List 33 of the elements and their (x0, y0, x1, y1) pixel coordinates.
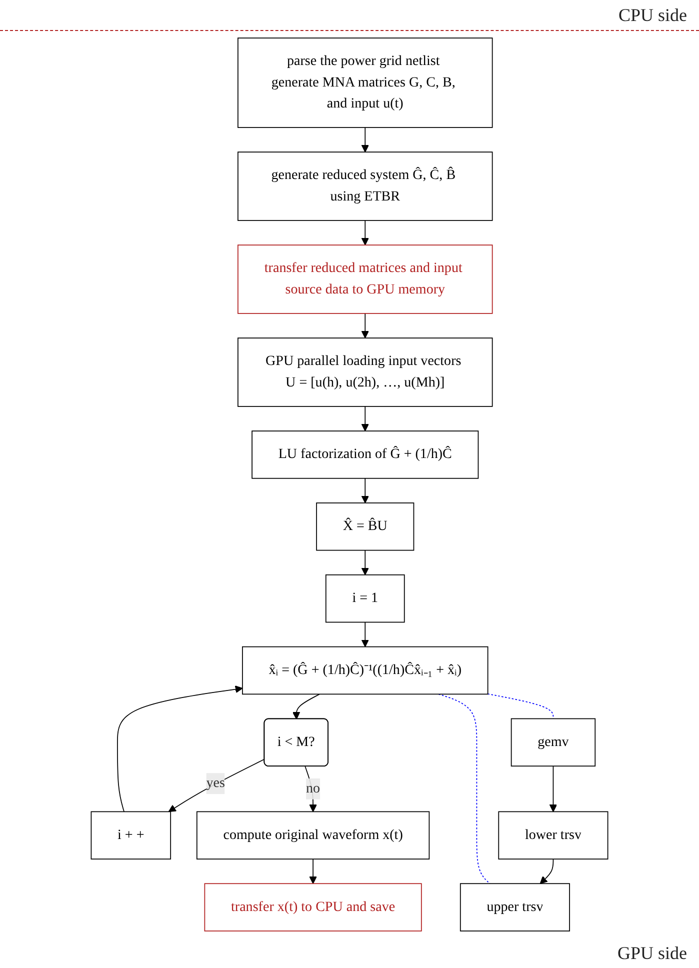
arrow (361, 406, 369, 432)
arrow (361, 622, 369, 648)
arrow (361, 550, 369, 576)
region-label: GPU side (617, 942, 687, 964)
node-box: i + + (90, 811, 172, 860)
node-box: upper trsv (460, 883, 570, 932)
arrow (549, 766, 558, 812)
node-box: i = 1 (325, 574, 405, 623)
arrow (361, 220, 369, 246)
node-box: parse the power grid netlist generate MNA matrices G, C, B, and input u(t) (238, 38, 493, 128)
node-box: generate reduced system Ĝ, Ĉ, B̂ using ETBR (238, 152, 493, 221)
arrow (309, 858, 317, 884)
edge-label: yes (206, 776, 225, 791)
arrow (361, 313, 369, 338)
edge-label: no (306, 780, 320, 796)
node-box: x̂ᵢ = (Ĝ + (1/h)Ĉ)⁻¹((1/h)Ĉx̂ᵢ₋₁ + x̂ᵢ) (242, 646, 488, 695)
arrow (168, 758, 266, 812)
node-box: X̂ = B̂U (316, 502, 414, 551)
node-box: GPU parallel loading input vectors U = [u(h), u(2h), …, u(Mh)] (238, 338, 493, 407)
node-box: gemv (510, 718, 596, 767)
node-box: transfer x(t) to CPU and save (204, 883, 422, 932)
node-box: compute original waveform x(t) (196, 811, 430, 860)
connector (438, 694, 490, 884)
arrow (361, 478, 369, 504)
arrow (292, 694, 320, 720)
arrow (361, 127, 369, 152)
arrow (117, 685, 243, 812)
node-box: LU factorization of Ĝ + (1/h)Ĉ (252, 430, 479, 479)
connector (487, 693, 554, 720)
node-box: transfer reduced matrices and input source data to GPU memory (238, 244, 493, 314)
region-label: CPU side (618, 4, 687, 26)
arrow (540, 858, 554, 884)
node-box: lower trsv (498, 811, 608, 860)
